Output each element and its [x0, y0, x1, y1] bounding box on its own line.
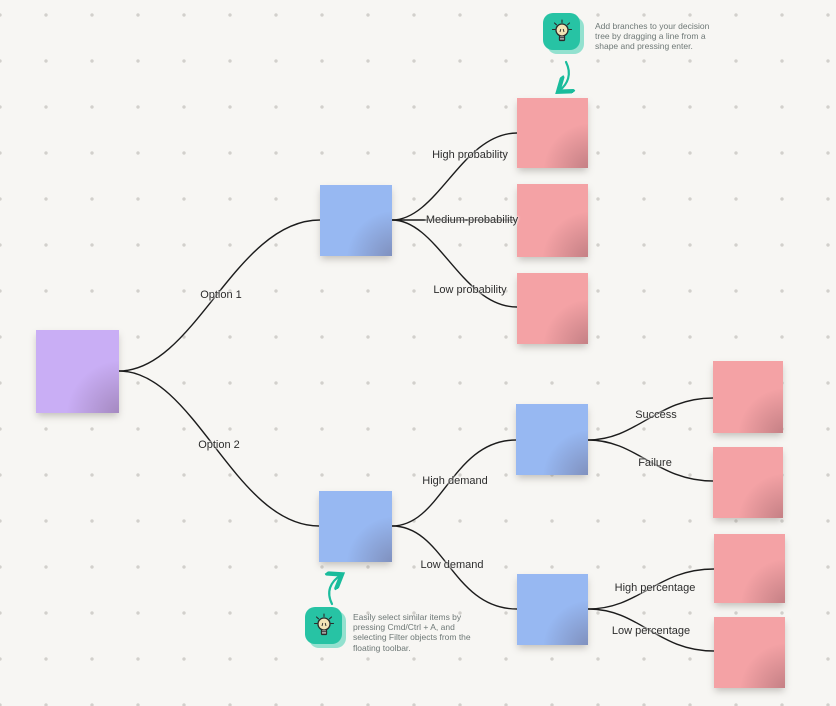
- decision-note-1[interactable]: [320, 185, 392, 256]
- edge-label-low-percentage[interactable]: Low percentage: [611, 625, 691, 637]
- decision-note-2[interactable]: [319, 491, 392, 562]
- hint-text-top: Add branches to your decision tree by dr…: [595, 21, 710, 52]
- outcome-note-1[interactable]: [517, 98, 588, 168]
- edge-label-option-1[interactable]: Option 1: [200, 289, 242, 301]
- edge-option-2[interactable]: [118, 370, 320, 527]
- edge-high-probability[interactable]: [391, 132, 518, 221]
- edge-low-probability[interactable]: [391, 219, 518, 308]
- edge-failure[interactable]: [587, 439, 714, 482]
- outcome-note-3[interactable]: [517, 273, 588, 344]
- root-note[interactable]: [36, 330, 119, 413]
- edge-success[interactable]: [587, 397, 714, 441]
- hint-arrow-top: [559, 60, 569, 91]
- edge-label-low-probability[interactable]: Low probability: [433, 284, 507, 296]
- edge-low-demand[interactable]: [391, 525, 518, 610]
- edge-high-demand[interactable]: [391, 439, 517, 527]
- hint-text-bottom: Easily select similar items by pressing …: [353, 612, 471, 653]
- edge-label-high-demand[interactable]: High demand: [422, 475, 488, 487]
- edge-label-high-probability[interactable]: High probability: [432, 149, 508, 161]
- outcome-note-6[interactable]: [714, 534, 785, 603]
- outcome-note-2[interactable]: [517, 184, 588, 257]
- edge-label-low-demand[interactable]: Low demand: [420, 559, 484, 571]
- edge-high-percentage[interactable]: [587, 568, 715, 610]
- outcome-note-7[interactable]: [714, 617, 785, 688]
- decision-note-3[interactable]: [516, 404, 588, 475]
- edge-option-1[interactable]: [118, 219, 321, 372]
- edge-label-failure[interactable]: Failure: [638, 457, 672, 469]
- outcome-note-5[interactable]: [713, 447, 783, 518]
- hint-arrow-bottom: [329, 575, 341, 606]
- lightbulb-icon[interactable]: [543, 13, 580, 50]
- lightbulb-glyph: [551, 18, 572, 41]
- edge-label-success[interactable]: Success: [635, 409, 677, 421]
- lightbulb-glyph: [313, 612, 334, 635]
- outcome-note-4[interactable]: [713, 361, 783, 433]
- edge-label-option-2[interactable]: Option 2: [198, 439, 240, 451]
- edge-low-percentage[interactable]: [587, 608, 715, 652]
- decision-note-4[interactable]: [517, 574, 588, 645]
- edge-label-medium-probability[interactable]: Medium probability: [425, 214, 519, 226]
- edge-label-high-percentage[interactable]: High percentage: [614, 582, 696, 594]
- lightbulb-icon[interactable]: [305, 607, 342, 644]
